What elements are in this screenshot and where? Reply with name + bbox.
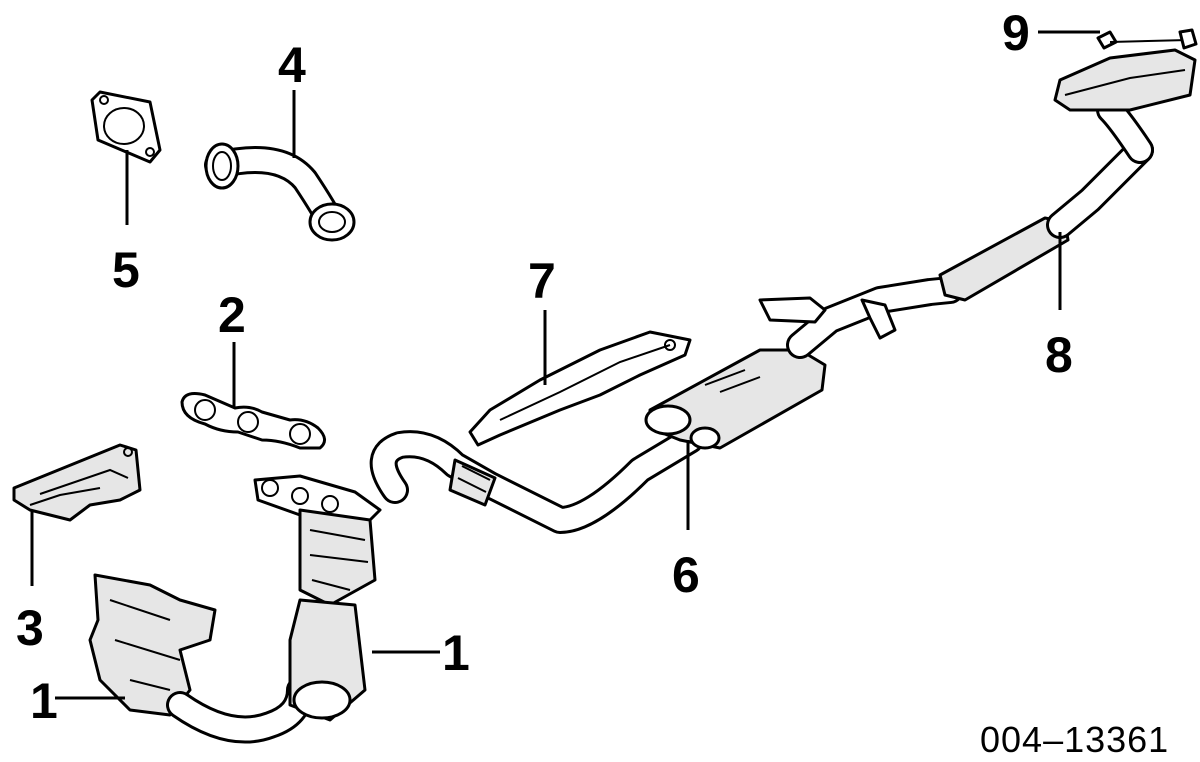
callout-2: 2 — [218, 287, 246, 343]
callout-4: 4 — [278, 37, 306, 93]
part-9-tail-muffler — [1053, 28, 1198, 112]
intermediate-pipe — [369, 426, 704, 534]
callout-1-rear: 1 — [442, 625, 470, 681]
part-2-manifold-gasket — [180, 392, 326, 450]
callout-3: 3 — [16, 600, 44, 656]
part-3-heat-shield — [12, 443, 142, 522]
part-7-heat-shield — [468, 330, 692, 447]
part-1-manifold-front — [88, 573, 314, 744]
figure-code: 004–13361 — [980, 719, 1169, 760]
part-5-gasket — [90, 90, 162, 164]
callout-9: 9 — [1002, 5, 1030, 61]
leader-lines — [30, 30, 1100, 700]
callout-8: 8 — [1045, 327, 1073, 383]
callout-6: 6 — [672, 547, 700, 603]
callout-1-front: 1 — [30, 673, 58, 729]
callout-7: 7 — [528, 253, 556, 309]
part-6-muffler — [644, 348, 827, 450]
part-4-pipe — [204, 142, 356, 242]
callout-5: 5 — [112, 242, 140, 298]
part-1-manifold-rear — [253, 474, 382, 722]
part-8-rear-pipe — [758, 96, 1154, 359]
